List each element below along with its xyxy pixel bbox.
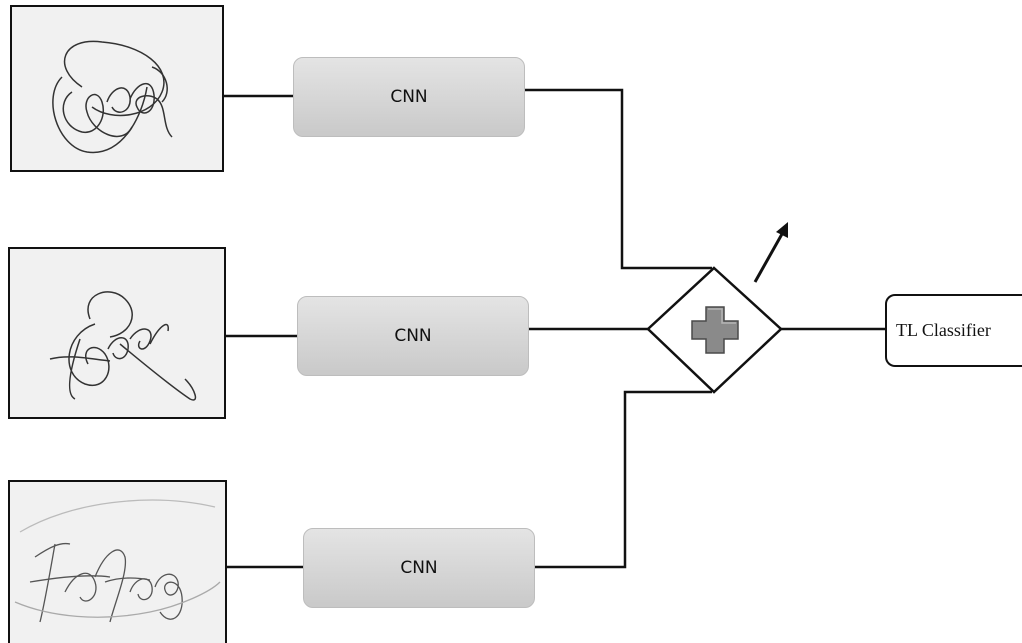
- signature-image-3: [8, 480, 227, 643]
- cnn1-to-merge-line: [525, 88, 712, 270]
- signature-scribble-3: [14, 499, 221, 623]
- cnn-block-label: CNN: [394, 326, 432, 346]
- plus-icon: [691, 306, 739, 354]
- arrow-icon: [753, 222, 788, 283]
- cnn-block-2: CNN: [297, 296, 529, 376]
- signature-image-2: [8, 247, 226, 419]
- cnn-block-label: CNN: [390, 87, 428, 107]
- signature-image-1: [10, 5, 224, 172]
- cnn-block-3: CNN: [303, 528, 535, 608]
- cnn-block-1: CNN: [293, 57, 525, 137]
- tl-classifier-box: TL Classifier: [885, 294, 1022, 367]
- signature-scribble-2: [49, 291, 197, 401]
- cnn3-to-merge-line: [535, 390, 712, 569]
- signature-scribble-1: [52, 40, 173, 154]
- tl-classifier-label: TL Classifier: [896, 320, 991, 340]
- cnn-block-label: CNN: [400, 558, 438, 578]
